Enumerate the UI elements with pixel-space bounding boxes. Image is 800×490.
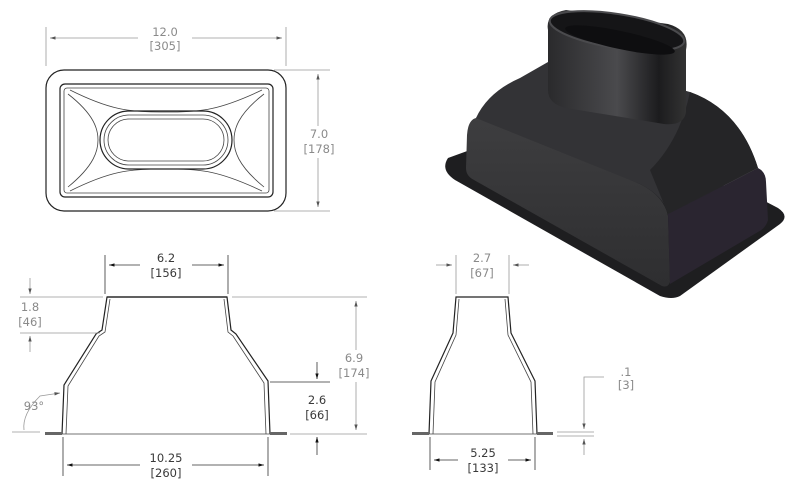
dim-side-bottom-width-mm: [133] xyxy=(468,461,499,475)
isometric-3d-view xyxy=(445,10,785,298)
dim-top-height-in: 7.0 xyxy=(310,127,328,141)
iso-body-front xyxy=(466,114,670,287)
dim-flange-thickness-mm: [3] xyxy=(618,378,634,392)
dim-base-height-mm: [66] xyxy=(305,408,329,422)
dim-side-top-width-in: 2.7 xyxy=(473,251,491,265)
dim-top-width-in: 12.0 xyxy=(152,25,178,39)
dim-collar-height-in: 1.8 xyxy=(21,300,39,314)
dim-total-height-in: 6.9 xyxy=(345,351,363,365)
dim-collar-height-mm: [46] xyxy=(18,315,42,329)
dim-total-height-mm: [174] xyxy=(339,366,370,380)
dim-base-height-in: 2.6 xyxy=(308,393,326,407)
dim-top-height-mm: [178] xyxy=(304,142,335,156)
top-view-flange-outline xyxy=(45,69,287,212)
front-section-profile xyxy=(61,296,271,435)
dim-side-bottom-width-in: 5.25 xyxy=(470,446,496,460)
top-view-oval-opening xyxy=(99,110,233,170)
dim-top-width-mm: [305] xyxy=(150,39,181,53)
side-section-view: 2.7 [67] .1 [3] 5.25 [133] xyxy=(412,251,634,475)
top-view-rim-outline xyxy=(59,83,274,198)
side-section-profile xyxy=(428,296,538,435)
dim-front-top-width-mm: [156] xyxy=(151,266,182,280)
dim-front-bottom-width-in: 10.25 xyxy=(150,451,183,465)
dim-flange-thickness-in: .1 xyxy=(621,365,632,379)
dim-side-top-width-mm: [67] xyxy=(470,266,494,280)
dim-front-bottom-width-mm: [260] xyxy=(151,466,182,480)
front-section-view: 6.2 [156] 1.8 [46] 6.9 [174] 2.6 [66] 93… xyxy=(12,251,369,480)
top-view: 12.0 [305] 7.0 [178] xyxy=(45,25,335,212)
dim-angle: 93° xyxy=(24,399,44,413)
dim-front-top-width-in: 6.2 xyxy=(157,251,175,265)
iso-body-end xyxy=(668,168,768,284)
